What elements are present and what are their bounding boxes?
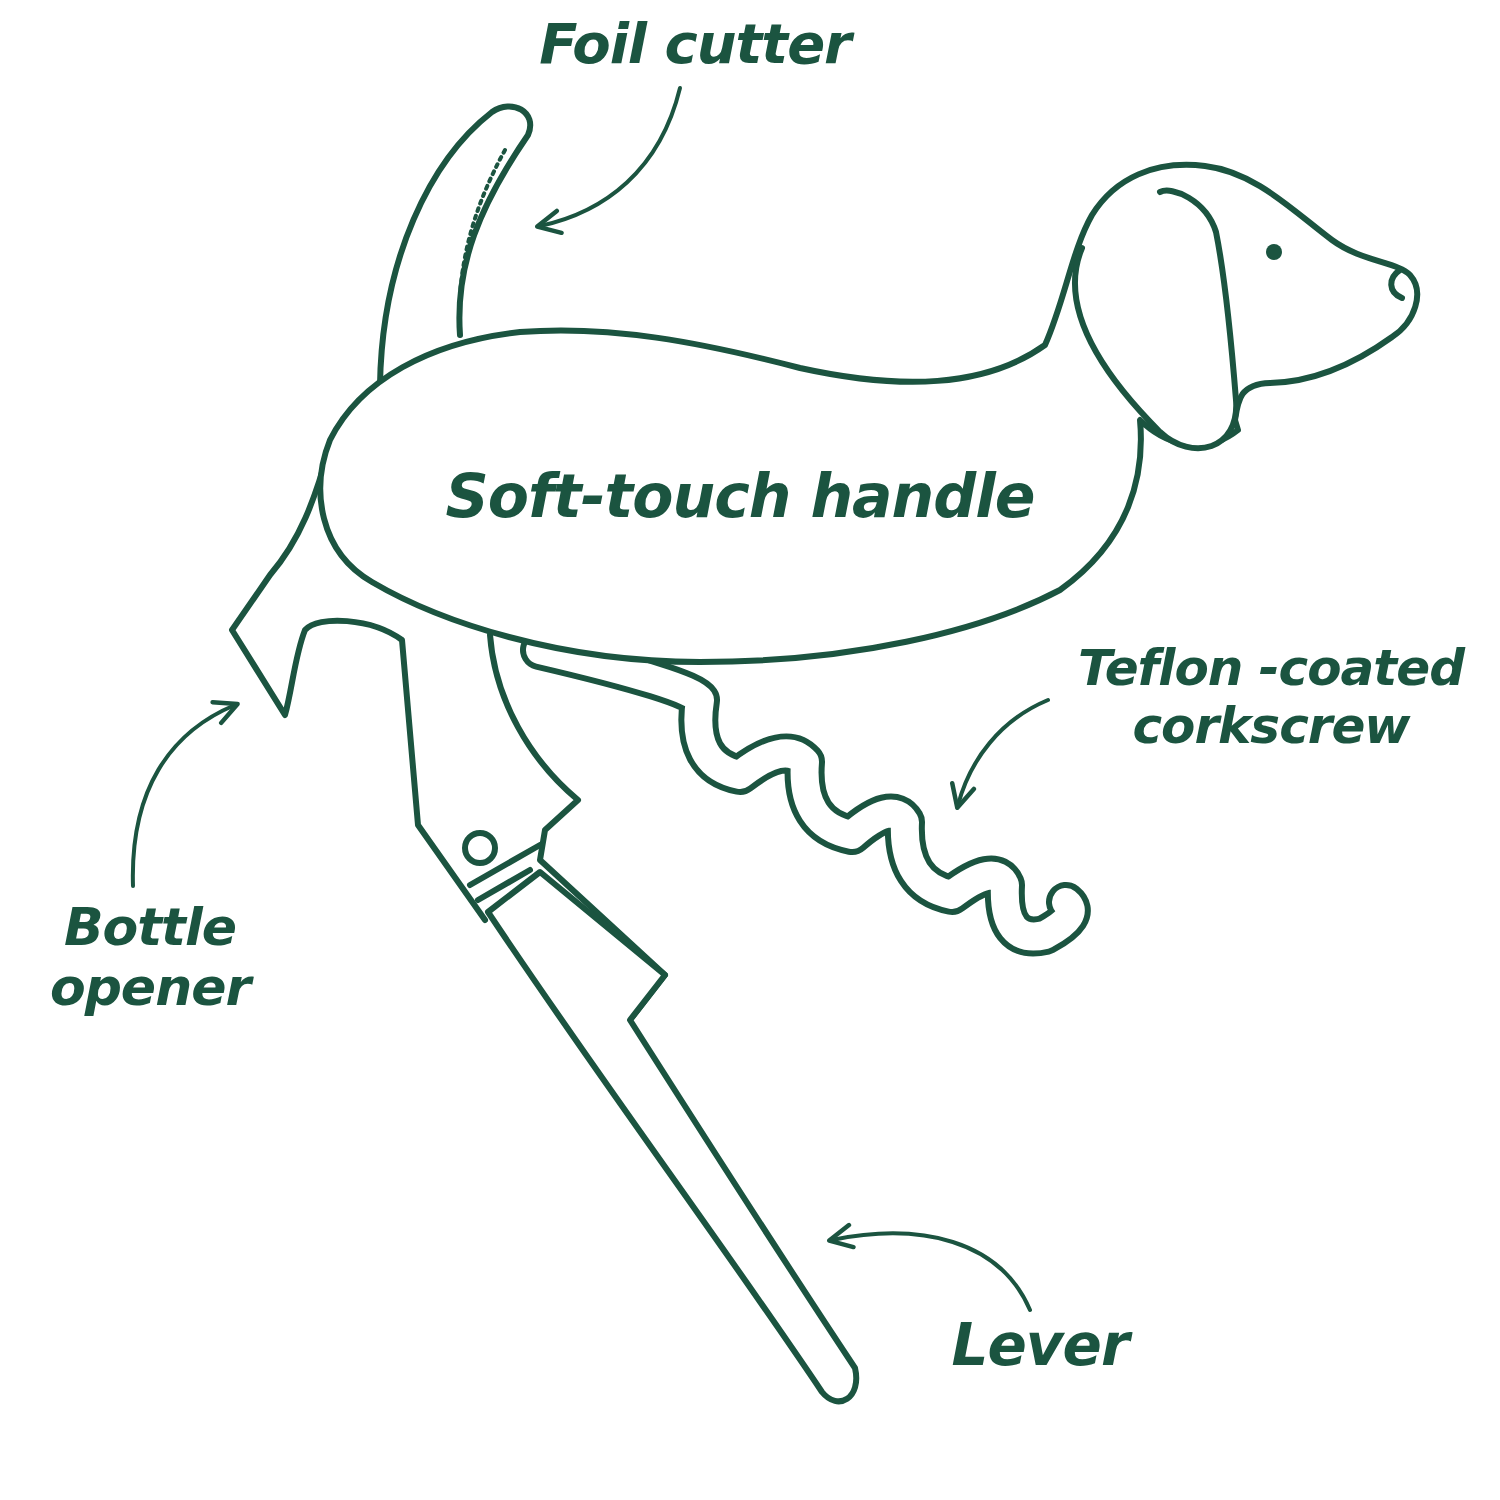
- lever: [488, 872, 856, 1401]
- part-label: Lever: [930, 1312, 1150, 1379]
- hinge-pin: [465, 833, 495, 863]
- handle-body: [320, 165, 1417, 662]
- part-label: Soft-touch handle: [420, 462, 1060, 531]
- corkscrew-inner: [540, 650, 1071, 936]
- part-label: Teflon -coated corkscrew: [1048, 640, 1494, 755]
- dog-ear: [1075, 191, 1236, 449]
- part-label: Foil cutter: [500, 12, 890, 76]
- leader-arrow: [958, 700, 1048, 805]
- leader-arrow: [832, 1233, 1030, 1310]
- dog-eye: [1266, 244, 1282, 260]
- corkscrew: [540, 650, 1071, 936]
- part-label: Bottle opener: [20, 898, 280, 1018]
- leader-arrow: [540, 88, 680, 226]
- dog-nose: [1391, 270, 1402, 298]
- foil-cutter-serration: [459, 150, 505, 335]
- leader-arrow: [133, 705, 235, 886]
